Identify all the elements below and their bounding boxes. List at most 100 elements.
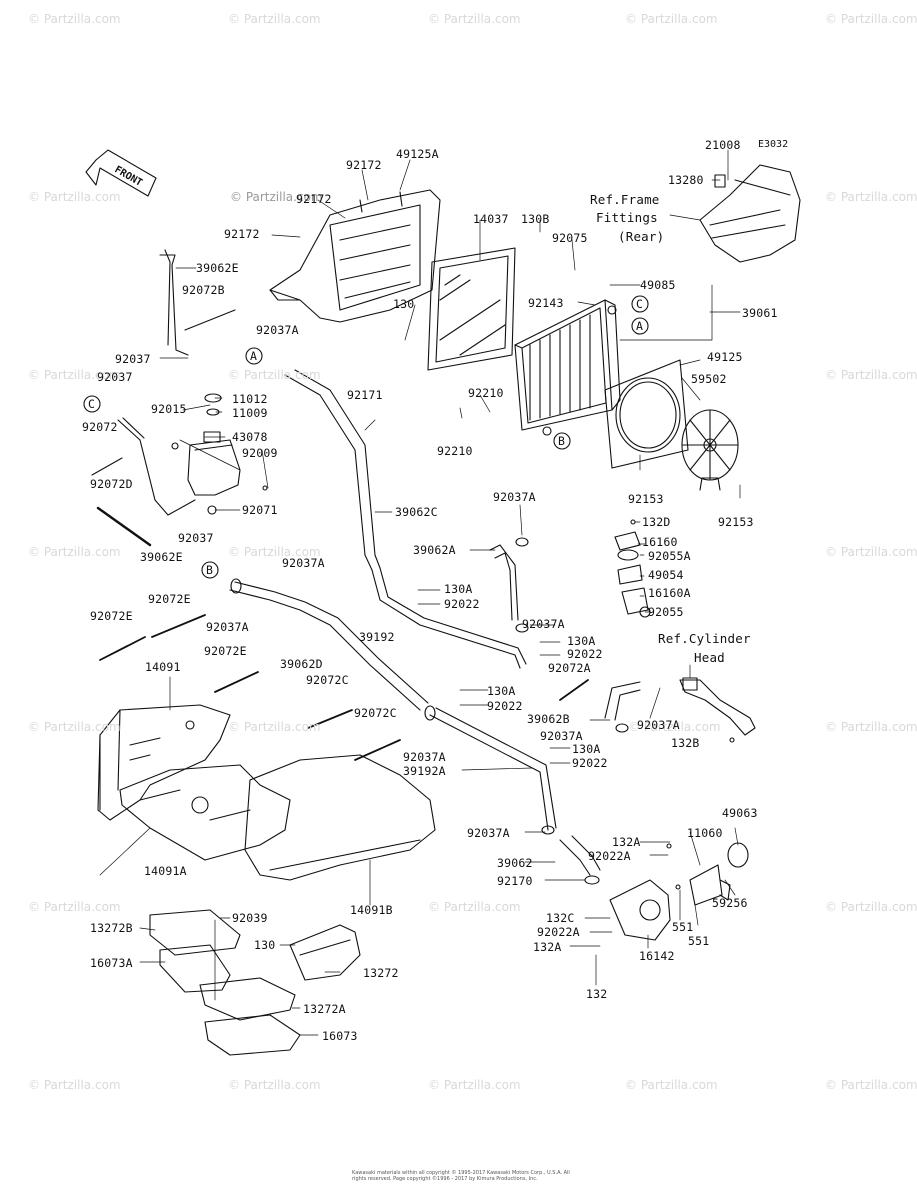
guard-13272B	[149, 909, 241, 956]
part-label: 92037A	[282, 556, 325, 570]
part-label: 92210	[468, 386, 504, 400]
part-label: 92153	[718, 515, 754, 529]
part-label: 92039	[232, 911, 268, 925]
part-label: Ref.Cylinder	[658, 631, 751, 646]
part-label: 132A	[612, 835, 641, 849]
callout-A-left	[245, 347, 263, 365]
hose-39062D	[229, 578, 429, 711]
part-label: 92072C	[354, 706, 397, 720]
part-label: 92072E	[148, 592, 191, 606]
watermark: © Partzilla.com	[228, 720, 321, 734]
part-label: 92037A	[206, 620, 249, 634]
tie-92072C-b	[354, 739, 401, 761]
part-label: 39062A	[413, 543, 456, 557]
watermark: © Partzilla.com	[228, 545, 321, 559]
part-label: 130A	[572, 742, 601, 756]
tie-92072C-a	[307, 709, 353, 729]
part-label: 59502	[691, 372, 727, 386]
hose-39062B	[604, 681, 641, 733]
part-label: 92022A	[588, 849, 631, 863]
callout-B-right	[553, 432, 571, 450]
watermark: © Partzilla.com	[428, 1078, 521, 1092]
part-label: 551	[688, 934, 710, 948]
part-label: 92022	[572, 756, 608, 770]
watermark: © Partzilla.com	[28, 720, 121, 734]
part-label: 132A	[533, 940, 562, 954]
part-label: 130A	[444, 582, 473, 596]
part-label: 92072B	[182, 283, 225, 297]
part-label: 14037	[473, 212, 509, 226]
part-label: 49063	[722, 806, 758, 820]
part-label: 49125	[707, 350, 743, 364]
part-label: 13280	[668, 173, 704, 187]
watermark: © Partzilla.com	[28, 1078, 121, 1092]
watermark: © Partzilla.com	[28, 12, 121, 26]
pipe-39192A	[424, 705, 557, 831]
part-label: 132	[586, 987, 608, 1001]
part-label: 92022	[487, 699, 523, 713]
callout-letter: C	[636, 297, 644, 311]
part-label: Fittings	[596, 210, 658, 225]
part-label: 132C	[546, 911, 575, 925]
part-label: 39062E	[140, 550, 183, 564]
part-label: 16142	[639, 949, 675, 963]
part-label: 92210	[437, 444, 473, 458]
part-label: 92037	[115, 352, 151, 366]
part-label: 14091	[145, 660, 181, 674]
watermark: © Partzilla.com	[825, 900, 917, 914]
callout-letter: C	[88, 397, 96, 411]
part-label: 130B	[521, 212, 550, 226]
part-label: 92055	[648, 605, 684, 619]
part-label: 92171	[347, 388, 383, 402]
part-label: 11012	[232, 392, 268, 406]
guard-16073A	[159, 944, 231, 993]
part-label: 21008	[705, 138, 741, 152]
part-label: 130A	[567, 634, 596, 648]
overflow-hose-lower	[117, 417, 196, 516]
part-label: 92037A	[493, 490, 536, 504]
part-label: 39062C	[395, 505, 438, 519]
part-label: 39062D	[280, 657, 323, 671]
part-label: 49085	[640, 278, 676, 292]
part-label: 39061	[742, 306, 778, 320]
callout-letter: A	[250, 349, 258, 363]
part-label: 39192	[359, 630, 395, 644]
part-label: 92037A	[467, 826, 510, 840]
radiator-screen	[427, 247, 516, 371]
tie-92072E-a	[99, 636, 146, 661]
tie-92072E-c	[214, 671, 259, 693]
tie-92072A	[559, 679, 589, 701]
part-label: 92037	[97, 370, 133, 384]
radiator-core	[514, 299, 621, 436]
copyright-notice: Kawasaki materials within all copyright …	[352, 1170, 570, 1182]
part-label: 39062E	[196, 261, 239, 275]
tie-92072E-b	[151, 614, 206, 638]
watermark: © Partzilla.com	[825, 1078, 917, 1092]
part-label: 49054	[648, 568, 684, 582]
part-label: 132D	[642, 515, 671, 529]
callout-C-left	[83, 395, 101, 413]
part-label: 92172	[296, 192, 332, 206]
watermark: © Partzilla.com	[825, 545, 917, 559]
watermark: © Partzilla.com	[428, 12, 521, 26]
part-label: 92055A	[648, 549, 691, 563]
watermark: © Partzilla.com	[28, 368, 121, 382]
callout-letter: B	[206, 563, 214, 577]
skid-plate-14091B	[244, 754, 436, 881]
tie-92072B	[184, 309, 236, 331]
part-label: 92037A	[256, 323, 299, 337]
leader-lines	[99, 149, 741, 1036]
part-label: 130	[393, 297, 415, 311]
part-label: 92072D	[90, 477, 133, 491]
guard-13272	[289, 924, 361, 981]
watermark: © Partzilla.com	[825, 12, 917, 26]
part-label: 11009	[232, 406, 268, 420]
fan-shroud	[604, 359, 689, 469]
part-label: 13272	[363, 966, 399, 980]
watermark: © Partzilla.com	[625, 1078, 718, 1092]
callout-B-left	[201, 561, 219, 579]
tie-92072D	[96, 506, 152, 547]
callout-A-right	[631, 317, 649, 335]
part-label: 132B	[671, 736, 700, 750]
part-label: 92075	[552, 231, 588, 245]
